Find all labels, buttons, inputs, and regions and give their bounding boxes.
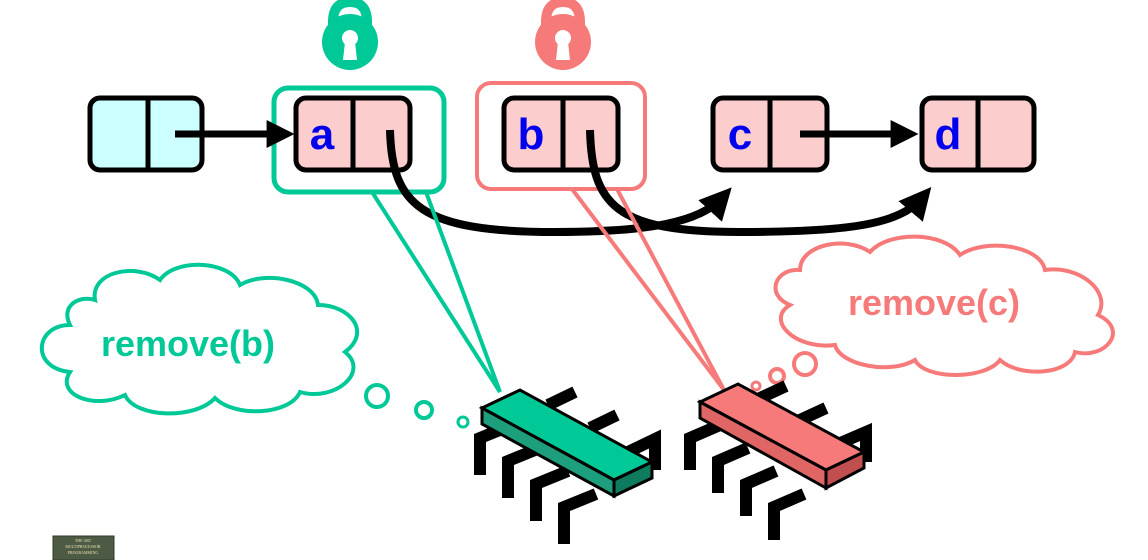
red-lock-frame [475,81,647,191]
red-lock-connector [615,188,726,391]
red-lock-connector [570,187,726,392]
padlock-icon [535,0,591,70]
node-label-b: b [518,110,545,159]
padlock-icon [322,0,378,70]
book-line-1: THE ART [75,538,92,543]
thought-cloud-icon: remove(c) [750,234,1115,392]
cpu-chip-icon [684,380,872,540]
cpu-chip-icon [474,386,661,544]
pointer-a-to-c [386,129,732,237]
pointer-b-to-d [586,129,932,237]
node-label-a: a [310,110,335,159]
book-line-2: MULTIPROCESSOR [65,544,101,549]
thought-cloud-icon: remove(b) [39,262,470,429]
list-node-d: d [919,95,1037,173]
list-node-c: c [710,95,830,173]
node-label-c: c [728,110,752,159]
node-label-d: d [935,110,962,159]
list-node-b: b [501,95,621,173]
green-lock-connector [370,190,502,394]
green-lock-connector [424,191,502,393]
red-thought-label: remove(c) [848,282,1020,323]
list-node-a: a [293,95,413,173]
book-cover-icon: THE ART MULTIPROCESSOR PROGRAMMING [52,535,115,560]
list-head-node [87,95,205,173]
book-line-3: PROGRAMMING [68,550,99,555]
green-thought-label: remove(b) [101,323,275,364]
